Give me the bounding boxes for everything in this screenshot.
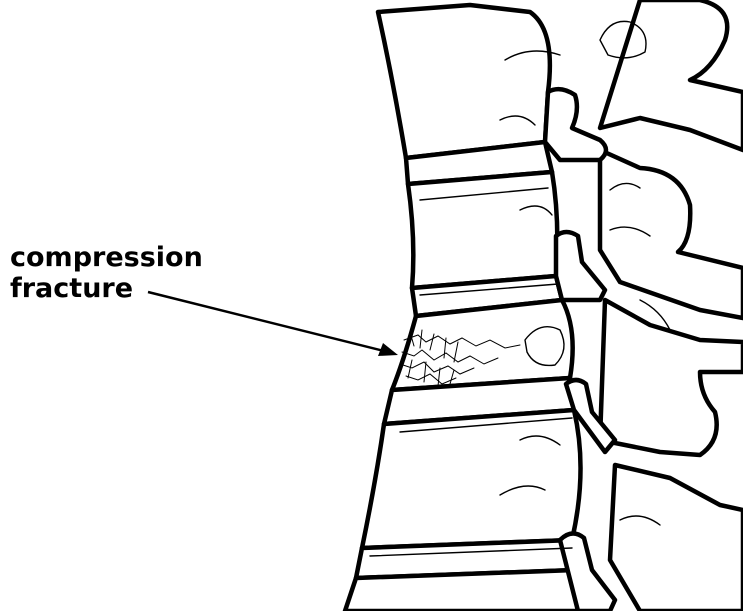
vertebra-fractured	[392, 300, 573, 390]
spinous-process-top	[600, 0, 743, 150]
spinous-process-lower	[610, 465, 743, 611]
vertebra-top	[378, 5, 550, 158]
spinous-process-mid-lower	[600, 300, 743, 455]
label-line-1: compression	[10, 242, 203, 273]
compression-fracture-label: compression fracture	[10, 242, 203, 304]
arrow-head	[378, 343, 398, 356]
spinous-process-mid-upper	[600, 150, 743, 318]
label-line-2: fracture	[10, 273, 203, 304]
facet-upper	[545, 89, 606, 160]
vertebral-column	[345, 5, 581, 611]
vertebra-4	[362, 410, 581, 548]
facet-mid-upper	[556, 232, 605, 300]
vertebra-bottom	[345, 570, 580, 611]
